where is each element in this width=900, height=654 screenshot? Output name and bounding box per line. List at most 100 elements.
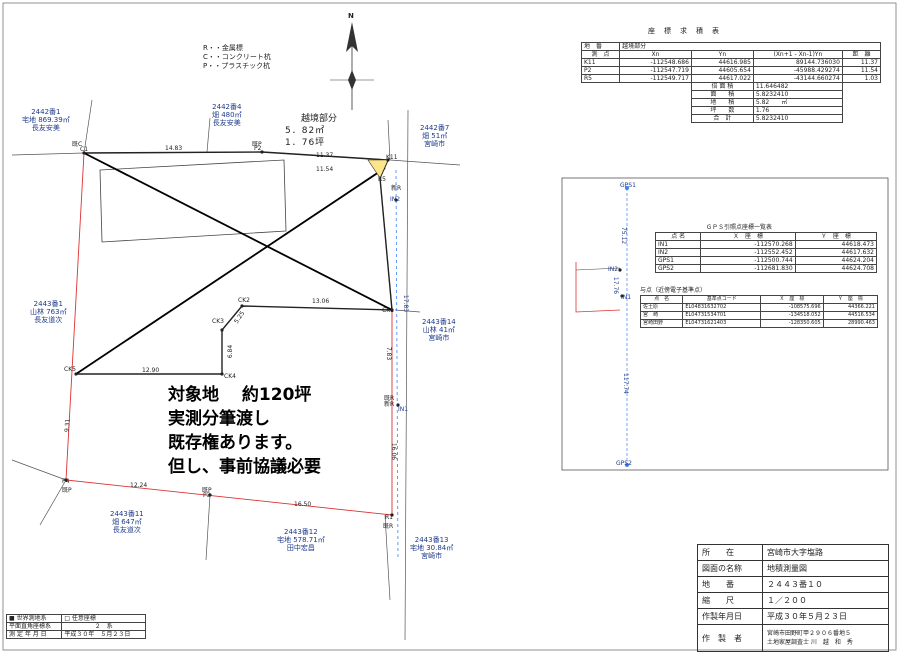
parcel-2443-12: 2443番12 宅地 578.71㎡ 田中宏昌 bbox=[277, 528, 325, 552]
cell: 1.03 bbox=[841, 74, 882, 83]
encroach-label: 越境部分 5．82㎡ 1．76坪 bbox=[285, 113, 337, 149]
cell: 28990.463 bbox=[822, 319, 879, 328]
cell: 宮崎市大字塩路 bbox=[762, 544, 889, 561]
maker-cell: 宮崎市田野町甲２９０６番地５ 土地家屋調査士 川 越 和 秀 bbox=[762, 624, 889, 652]
cell: 基準点コード bbox=[682, 295, 762, 304]
cell: (Xn+1 - Xn-1)Yn bbox=[752, 50, 843, 59]
ref-points-title: 与点（近傍電子基準点） bbox=[640, 287, 707, 294]
title-block: 所 在 宮崎市大字塩路 図面の名称 地積測量図 地 番 ２４４３番１０ 縮 尺 … bbox=[696, 544, 889, 652]
table-row: K11 -112548.686 44616.985 89144.736030 1… bbox=[580, 58, 882, 67]
cell: EL04831632702 bbox=[682, 303, 762, 312]
table-row: 測 定 年 月 日 平成３０年 ５月２３日 bbox=[5, 630, 146, 639]
parcel-number: 2442番4 bbox=[212, 103, 242, 111]
parcel-owner: 宮崎市 bbox=[421, 552, 443, 560]
parcel-number: 2443番12 bbox=[283, 528, 318, 536]
table-row: 地 番 越境部分 bbox=[580, 42, 881, 51]
cell: 44624.708 bbox=[794, 264, 878, 273]
gps-table-title: ＧＰＳ引照点座標一覧表 bbox=[706, 224, 773, 231]
table-row: 倍 面 積 11.646482 bbox=[582, 82, 881, 91]
parcel-owner: 田中宏昌 bbox=[286, 544, 315, 552]
cell: 44618.473 bbox=[794, 240, 878, 249]
parcel-owner: 長友道次 bbox=[112, 526, 141, 534]
point-label-in1: IN1 bbox=[398, 406, 409, 413]
cell: -134518.052 bbox=[760, 311, 824, 320]
coord-table-title: 座 標 求 積 表 bbox=[648, 27, 720, 35]
parcel-number: 2442番7 bbox=[420, 124, 450, 132]
cell: 図面の名称 bbox=[696, 560, 764, 577]
parcel-2443-14: 2443番14 山林 41㎡ 宮崎市 bbox=[422, 318, 456, 342]
neighbor-boundaries bbox=[11, 99, 461, 641]
gps-dist-label: 75.12 bbox=[620, 226, 628, 245]
parcel-2443-11: 2443番11 畑 647㎡ 長友道次 bbox=[110, 510, 144, 534]
cell: 地 番 bbox=[696, 576, 764, 593]
table-row: 合 計 5.8232410 bbox=[582, 114, 881, 123]
cell: Ｘ 座 標 bbox=[760, 295, 824, 304]
table-row: IN1 -112570.268 44618.473 bbox=[654, 240, 878, 249]
parcel-use: 宅地 869.39㎡ bbox=[22, 116, 70, 124]
table-row: 図面の名称 地積測量図 bbox=[696, 560, 889, 577]
point-label-p3b: P3 bbox=[203, 492, 211, 499]
table-row: 地 積 5.82 ㎡ bbox=[582, 98, 881, 107]
cell: Ｘ 座 標 bbox=[700, 232, 796, 241]
table-row: 面 積 5.8232410 bbox=[582, 90, 881, 99]
cell: 所 在 bbox=[696, 544, 764, 561]
point-label-ck5: CK5 bbox=[64, 366, 76, 373]
parcel-use: 畑 647㎡ bbox=[112, 518, 142, 526]
coord-table: 地 番 越境部分 測 点 Xn Yn (Xn+1 - Xn-1)Yn 距 離 K… bbox=[580, 42, 882, 123]
gps1-label: GPS1 bbox=[620, 182, 636, 189]
parcel-2443-1: 2443番1 山林 763㎡ 長友道次 bbox=[30, 300, 67, 324]
dim-label: 16.50 bbox=[294, 501, 312, 508]
parcel-owner: 宮崎市 bbox=[424, 140, 446, 148]
cross-line-1 bbox=[83, 152, 393, 311]
cell: 11.646482 bbox=[752, 82, 843, 91]
sales-notice: 対象地 約120坪 実測分筆渡し 既存権あります。 但し、事前協議必要 bbox=[168, 383, 321, 479]
point-markers bbox=[64, 150, 400, 517]
dim-label: 13.06 bbox=[312, 298, 330, 305]
legend-c: C・・コンクリート杭 bbox=[203, 53, 271, 61]
parcel-owner: 長友安美 bbox=[31, 124, 60, 132]
parcel-number: 2443番11 bbox=[110, 510, 144, 518]
dim-label: 12.24 bbox=[130, 482, 148, 489]
parcel-use: 山林 41㎡ bbox=[422, 326, 455, 334]
cell: 11.54 bbox=[841, 66, 882, 75]
point-label-new-r: 新R bbox=[391, 185, 402, 192]
cell: -112570.268 bbox=[700, 240, 796, 249]
point-label-c1b: C1 bbox=[80, 146, 89, 153]
table-row: GPS1 -112500.744 44624.204 bbox=[654, 256, 878, 265]
table-row: 作 製 者 宮崎市田野町甲２９０６番地５ 土地家屋調査士 川 越 和 秀 bbox=[696, 624, 889, 652]
table-row: 点 名 基準点コード Ｘ 座 標 Ｙ 座 標 bbox=[639, 295, 879, 304]
cell: 平成３０年 ５月２３日 bbox=[61, 630, 146, 639]
cell: 5.8232410 bbox=[752, 90, 843, 99]
encroach-title: 越境部分 bbox=[301, 114, 338, 124]
cell: 44624.204 bbox=[794, 256, 878, 265]
parcel-use: 宅地 578.71㎡ bbox=[277, 536, 325, 544]
parcel-2442-4: 2442番4 畑 480㎡ 長友安美 bbox=[212, 103, 242, 127]
cell: Ｙ 座 標 bbox=[794, 232, 878, 241]
parcel-owner: 宮崎市 bbox=[428, 334, 450, 342]
dim-label: 9.31 bbox=[63, 418, 72, 433]
cell: 距 離 bbox=[841, 50, 882, 59]
legend-r: R・・金属標 bbox=[203, 44, 243, 52]
cell: 44605.654 bbox=[690, 66, 754, 75]
cell: IN2 bbox=[654, 248, 702, 257]
cell: 44617.022 bbox=[690, 74, 754, 83]
table-row: IN2 -112552.452 44617.632 bbox=[654, 248, 878, 257]
point-label-ryr: 既R bbox=[384, 395, 395, 402]
point-label-r1b: 既R bbox=[383, 523, 394, 530]
cell: 平成３０年５月２３日 bbox=[762, 608, 889, 625]
cell: 1.76 bbox=[752, 106, 843, 115]
dim-label: 14.83 bbox=[165, 145, 183, 152]
point-label-c1: 既C bbox=[72, 141, 83, 148]
cell: Yn bbox=[690, 50, 754, 59]
point-label-p4a: P4 bbox=[62, 478, 70, 485]
notice-line: 既存権あります。 bbox=[168, 433, 303, 453]
cell: -43144.660274 bbox=[752, 74, 843, 83]
cell: 面 積 bbox=[690, 90, 754, 99]
point-label-ck4: CK4 bbox=[224, 373, 236, 380]
dim-label: 16.06 bbox=[390, 442, 398, 461]
table-row: 縮 尺 １／２００ bbox=[696, 592, 889, 609]
notice-line: 対象地 約120坪 bbox=[168, 385, 312, 405]
dim-label: 12.90 bbox=[142, 367, 160, 374]
parcel-2443-13: 2443番13 宅地 30.84㎡ 宮崎市 bbox=[410, 536, 453, 560]
